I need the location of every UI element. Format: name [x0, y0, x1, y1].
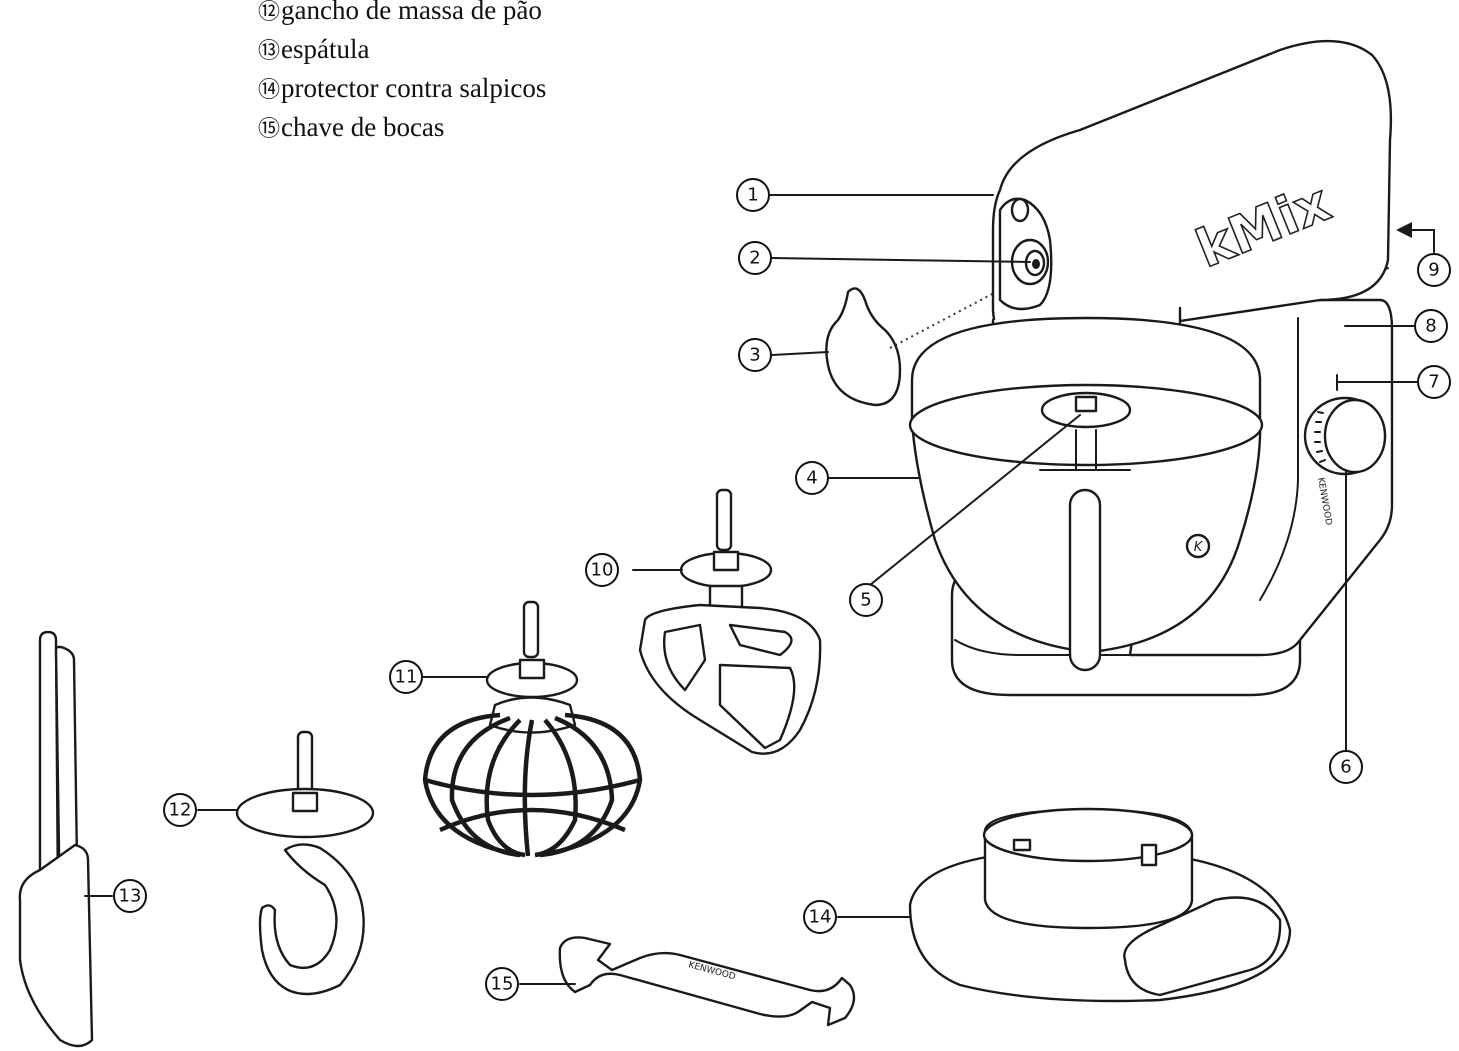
callout-5: 5 — [849, 583, 883, 617]
svg-text:13: 13 — [119, 886, 142, 907]
wrench: KENWOOD — [558, 936, 856, 1027]
svg-text:14: 14 — [809, 907, 832, 928]
parts-legend: ⑫gancho de massa de pão ⑬espátula ⑭prote… — [258, 0, 546, 148]
callout-2: 2 — [738, 241, 772, 275]
callout-15: 15 — [485, 967, 519, 1001]
leader-lines — [84, 194, 1435, 985]
legend-item-14: ⑭protector contra salpicos — [258, 73, 547, 103]
callout-14: 14 — [803, 900, 837, 934]
callout-4: 4 — [795, 461, 829, 495]
svg-text:8: 8 — [1425, 316, 1436, 337]
svg-text:2: 2 — [749, 248, 760, 269]
stand-mixer: KENWOOD kMix K — [908, 40, 1394, 697]
svg-text:1: 1 — [747, 185, 758, 206]
callout-7: 7 — [1417, 365, 1451, 399]
callout-12: 12 — [163, 793, 197, 827]
legend-item-12: ⑫gancho de massa de pão — [258, 0, 542, 25]
svg-text:4: 4 — [806, 468, 817, 489]
splash-guard-chute — [1123, 896, 1282, 997]
arrow-9 — [1396, 222, 1412, 238]
svg-text:3: 3 — [749, 345, 760, 366]
bowl-logo: K — [1194, 540, 1204, 555]
dough-hook — [235, 730, 375, 996]
callout-10: 10 — [585, 553, 619, 587]
callout-1: 1 — [736, 178, 770, 212]
svg-text:15: 15 — [491, 974, 514, 995]
callout-11: 11 — [389, 660, 423, 694]
svg-text:12: 12 — [169, 800, 192, 821]
callout-6: 6 — [1329, 750, 1363, 784]
callout-13: 13 — [113, 879, 147, 913]
spatula — [18, 630, 94, 1048]
svg-text:6: 6 — [1340, 757, 1351, 778]
svg-text:7: 7 — [1428, 372, 1439, 393]
legend-item-13: ⑬espátula — [258, 34, 370, 64]
svg-text:11: 11 — [395, 667, 418, 688]
mixer-head — [991, 40, 1393, 347]
svg-text:10: 10 — [591, 560, 614, 581]
splash-guard — [908, 807, 1292, 1003]
svg-text:9: 9 — [1428, 260, 1439, 281]
legend-item-15: ⑮chave de bocas — [258, 112, 445, 142]
bowl-handle — [1068, 488, 1102, 672]
k-beater — [638, 488, 822, 755]
callout-9: 9 — [1417, 253, 1451, 287]
outlet-cover — [825, 287, 997, 407]
balloon-whisk — [422, 600, 643, 858]
callout-3: 3 — [738, 338, 772, 372]
callout-8: 8 — [1414, 309, 1448, 343]
svg-text:5: 5 — [860, 590, 871, 611]
